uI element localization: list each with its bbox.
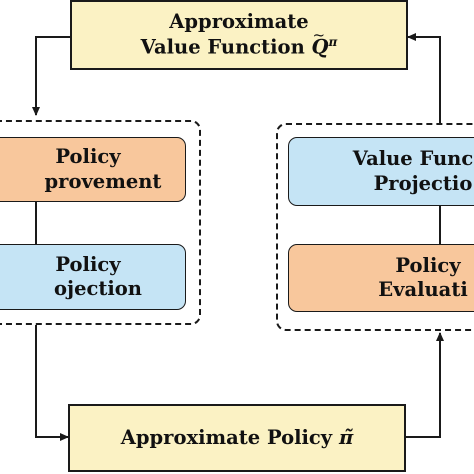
- arrow-bottom-to-right-group: [406, 332, 444, 438]
- arrow-top-to-left-group: [32, 36, 70, 116]
- policy-evaluation-line2: Evaluati: [378, 278, 468, 301]
- arrow-right-group-to-top: [407, 33, 441, 123]
- value-function-label: Value Function: [140, 35, 305, 59]
- approximate-policy-box: Approximate Policy π̃: [68, 404, 406, 472]
- value-projection-line1: Value Func: [352, 147, 474, 171]
- value-projection-line2: Projectio: [373, 171, 473, 195]
- policy-projection-box: Policy ojection: [0, 244, 186, 310]
- left-dashed-group: [0, 120, 201, 325]
- value-function-line2: Value Function ~ Qπ: [140, 26, 338, 60]
- policy-evaluation-box: Policy Evaluati: [288, 244, 474, 312]
- policy-projection-line1: Policy: [55, 252, 121, 276]
- policy-improvement-line1: Policy: [55, 145, 121, 169]
- arrow-left-group-to-bottom: [35, 325, 69, 441]
- value-function-line1: Approximate: [169, 10, 309, 34]
- approximate-policy-line: Approximate Policy π̃: [121, 426, 353, 450]
- approximate-policy-label: Approximate Policy: [120, 425, 333, 449]
- q-letter: Q: [311, 35, 329, 59]
- policy-improvement-box: Policy provement: [0, 137, 186, 202]
- q-symbol: ~ Qπ: [311, 26, 338, 60]
- q-superscript: π: [328, 34, 338, 49]
- tilde-mark: ~: [312, 25, 326, 44]
- approximate-value-function-box: Approximate Value Function ~ Qπ: [70, 0, 408, 70]
- policy-evaluation-line1: Policy: [395, 253, 461, 277]
- policy-improvement-line2: provement: [44, 169, 162, 193]
- right-dashed-group: [276, 123, 474, 331]
- policy-projection-line2: ojection: [54, 277, 142, 300]
- value-function-projection-box: Value Func Projectio: [288, 137, 474, 206]
- pi-tilde-symbol: π̃: [338, 425, 354, 449]
